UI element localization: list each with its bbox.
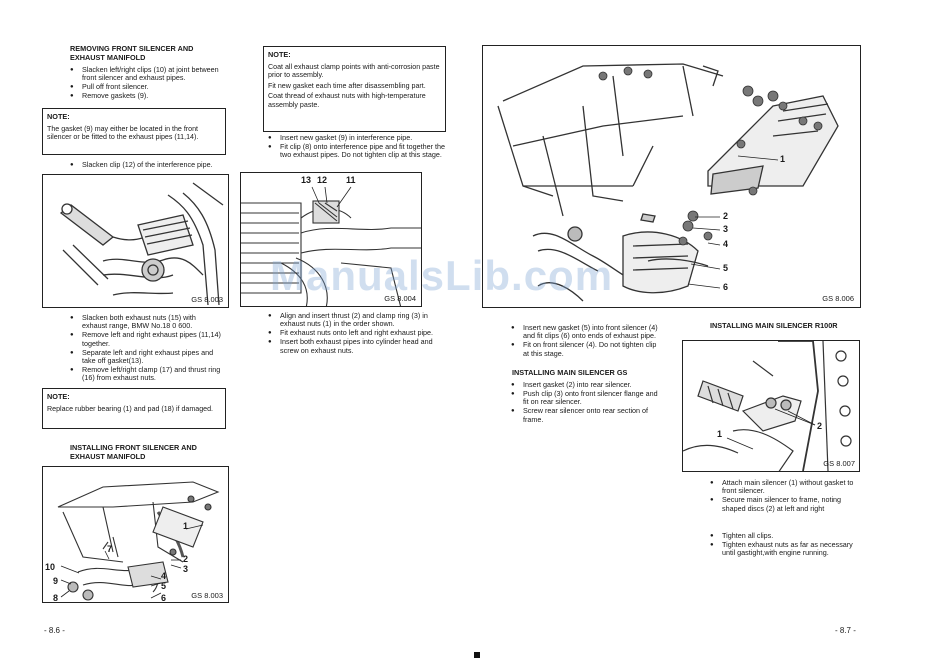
list-item: Remove left/right clamp (17) and thrust … <box>70 365 222 383</box>
list-item: Remove gaskets (9). <box>70 91 226 101</box>
tighten-bullets: Tighten all clips. Tighten exhaust nuts … <box>710 531 862 558</box>
front-silencer-bullets: Insert new gasket (5) into front silence… <box>511 323 663 359</box>
note-text: Coat all exhaust clamp points with anti-… <box>268 63 440 80</box>
figure-frame-exploded: 1 2 3 4 5 6 GS 8.006 <box>482 45 861 308</box>
list-item: Fit exhaust nuts onto left and right exh… <box>268 328 448 338</box>
installing-r100r-heading: INSTALLING MAIN SILENCER R100R <box>710 321 838 330</box>
list-item: Slacken clip (12) of the interference pi… <box>70 160 230 170</box>
gasket-bullets: Insert new gasket (9) in interference pi… <box>268 133 448 160</box>
page-number: - 8.7 - <box>835 626 856 635</box>
removing-heading: REMOVING FRONT SILENCER AND EXHAUST MANI… <box>70 44 194 62</box>
callout-label: 2 <box>723 211 729 221</box>
binding-mark <box>474 652 480 658</box>
note-title: NOTE: <box>268 50 291 59</box>
figure-interference-pipe: 13 12 11 GS 8.004 <box>240 172 422 307</box>
callout-label: 11 <box>346 175 356 185</box>
callout-label: 12 <box>317 175 328 185</box>
callout-label: 7 <box>107 544 113 554</box>
watermark: ManualsLib.com <box>270 252 614 299</box>
exhaust-nut-bullets: Align and insert thrust (2) and clamp ri… <box>268 311 448 356</box>
removal-steps-bullets: Slacken both exhaust nuts (15) with exha… <box>70 313 222 383</box>
list-item: Tighten exhaust nuts as far as necessary… <box>710 540 862 558</box>
callout-label: 1 <box>780 154 786 164</box>
callout-label: 13 <box>301 175 312 185</box>
list-item: Fit clip (8) onto interference pipe and … <box>268 142 448 160</box>
callout-label: 5 <box>161 581 167 591</box>
callout-label: 4 <box>161 571 167 581</box>
removing-bullets: Slacken left/right clips (10) at joint b… <box>70 65 226 101</box>
callout-label: 9 <box>53 576 59 586</box>
page-number: - 8.6 - <box>44 626 65 635</box>
note-text: Coat thread of exhaust nuts with high-te… <box>268 92 426 109</box>
note-title: NOTE: <box>47 392 70 401</box>
note-title: NOTE: <box>47 112 70 121</box>
list-item: Insert gasket (2) into rear silencer. <box>511 380 663 390</box>
list-item: Pull off front silencer. <box>70 82 226 92</box>
note-text: Fit new gasket each time after disassemb… <box>268 81 426 90</box>
callout-label: 3 <box>183 564 189 574</box>
list-item: Push clip (3) onto front silencer flange… <box>511 389 663 407</box>
list-item: Insert new gasket (5) into front silence… <box>511 323 663 341</box>
callout-label: 1 <box>717 429 723 439</box>
list-item: Slacken both exhaust nuts (15) with exha… <box>70 313 222 331</box>
figure-caption: GS 8.007 <box>823 459 855 468</box>
front-silencer-illustration <box>57 481 220 601</box>
exhaust-wrench-illustration <box>59 182 224 306</box>
list-item: Fit on front silencer (4). Do not tighte… <box>511 341 663 358</box>
figure-caption: GS 8.006 <box>822 294 854 303</box>
installing-front-heading: INSTALLING FRONT SILENCER AND EXHAUST MA… <box>70 443 197 461</box>
note-box-coat: NOTE: Coat all exhaust clamp points with… <box>263 46 446 132</box>
figure-caption: GS 8.003 <box>191 295 223 304</box>
note-text: The gasket (9) may either be located in … <box>47 125 199 142</box>
interference-pipe-illustration <box>241 186 421 306</box>
list-item: Screw rear silencer onto rear section of… <box>511 407 663 424</box>
figure-exhaust-wrench: GS 8.003 <box>42 174 229 308</box>
note-text: Replace rubber bearing (1) and pad (18) … <box>47 405 214 413</box>
callout-label: 1 <box>183 521 189 531</box>
list-item: Remove left and right exhaust pipes (11,… <box>70 331 222 348</box>
list-item: Attach main silencer (1) without gasket … <box>710 478 862 496</box>
callout-label: 8 <box>53 593 59 603</box>
callout-label: 2 <box>817 421 823 431</box>
frame-exploded-illustration <box>497 63 839 302</box>
clip-bullet: Slacken clip (12) of the interference pi… <box>70 160 230 170</box>
note-box-gasket: NOTE: The gasket (9) may either be locat… <box>42 108 226 155</box>
callout-label: 10 <box>45 562 56 572</box>
callout-label: 2 <box>183 554 189 564</box>
list-item: Secure main silencer to frame, noting sh… <box>710 496 862 513</box>
figure-main-silencer-r100r: 1 2 GS 8.007 <box>682 340 860 472</box>
callout-label: 3 <box>723 224 729 234</box>
figure-caption: GS 8.004 <box>384 294 416 303</box>
installing-gs-heading: INSTALLING MAIN SILENCER GS <box>512 368 628 377</box>
list-item: Insert both exhaust pipes into cylinder … <box>268 338 448 355</box>
note-box-rubber: NOTE: Replace rubber bearing (1) and pad… <box>42 388 226 429</box>
list-item: Slacken left/right clips (10) at joint b… <box>70 65 226 83</box>
callout-label: 4 <box>723 239 729 249</box>
main-silencer-bullets: Attach main silencer (1) without gasket … <box>710 478 862 514</box>
main-silencer-illustration <box>683 341 852 471</box>
gs-bullets: Insert gasket (2) into rear silencer. Pu… <box>511 380 663 425</box>
list-item: Separate left and right exhaust pipes an… <box>70 348 222 366</box>
figure-front-silencer-assembly: 1 2 3 4 5 6 7 8 9 10 GS 8.003 <box>42 466 229 603</box>
list-item: Insert new gasket (9) in interference pi… <box>268 133 448 143</box>
callout-label: 6 <box>723 282 729 292</box>
figure-caption: GS 8.003 <box>191 591 223 600</box>
callout-label: 5 <box>723 263 729 273</box>
list-item: Align and insert thrust (2) and clamp ri… <box>268 311 448 329</box>
callout-label: 6 <box>161 593 167 603</box>
list-item: Tighten all clips. <box>710 531 862 541</box>
